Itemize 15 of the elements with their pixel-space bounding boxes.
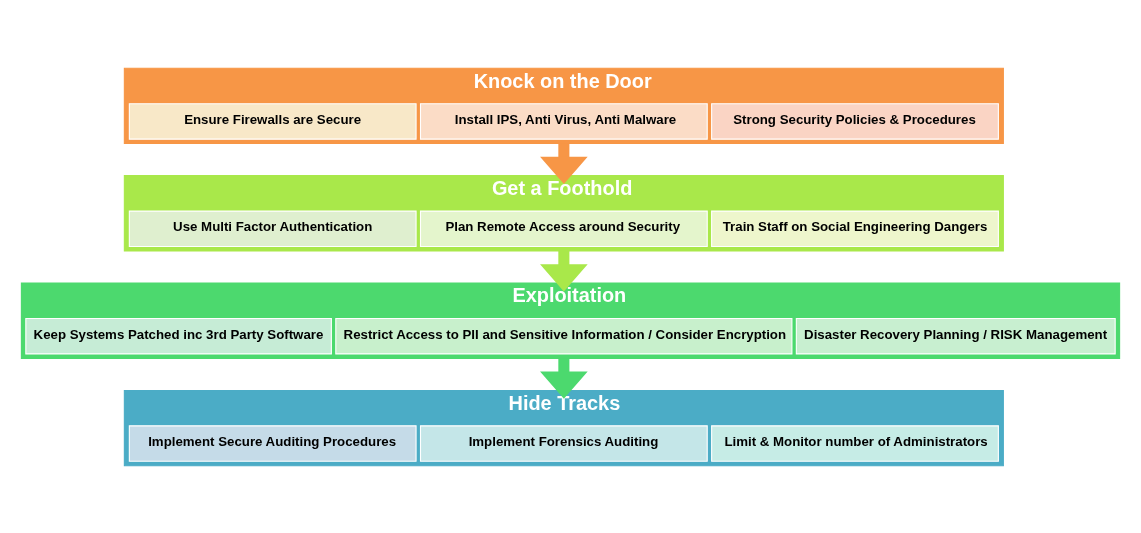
arrow xyxy=(540,357,588,399)
node-box: Strong Security Policies & Procedures xyxy=(711,102,999,140)
node-box: Plan Remote Access around Security xyxy=(419,210,708,247)
node-box: Limit & Monitor number of Administrators xyxy=(711,424,999,462)
node-box: Keep Systems Patched inc 3rd Party Software xyxy=(25,317,332,354)
node-box: Install IPS, Anti Virus, Anti Malware xyxy=(419,102,708,140)
node-box: Train Staff on Social Engineering Dangers xyxy=(711,210,999,247)
arrow xyxy=(540,250,588,291)
node-box: Disaster Recovery Planning / RISK Management xyxy=(795,317,1116,354)
node-box: Restrict Access to PII and Sensitive Information / Consider Encryption xyxy=(335,317,793,354)
node-box: Ensure Firewalls are Secure xyxy=(128,102,417,140)
node-box: Implement Forensics Auditing xyxy=(419,424,708,462)
node-box: Implement Secure Auditing Procedures xyxy=(128,424,417,462)
node-box: Use Multi Factor Authentication xyxy=(128,210,417,247)
arrow xyxy=(540,143,588,184)
